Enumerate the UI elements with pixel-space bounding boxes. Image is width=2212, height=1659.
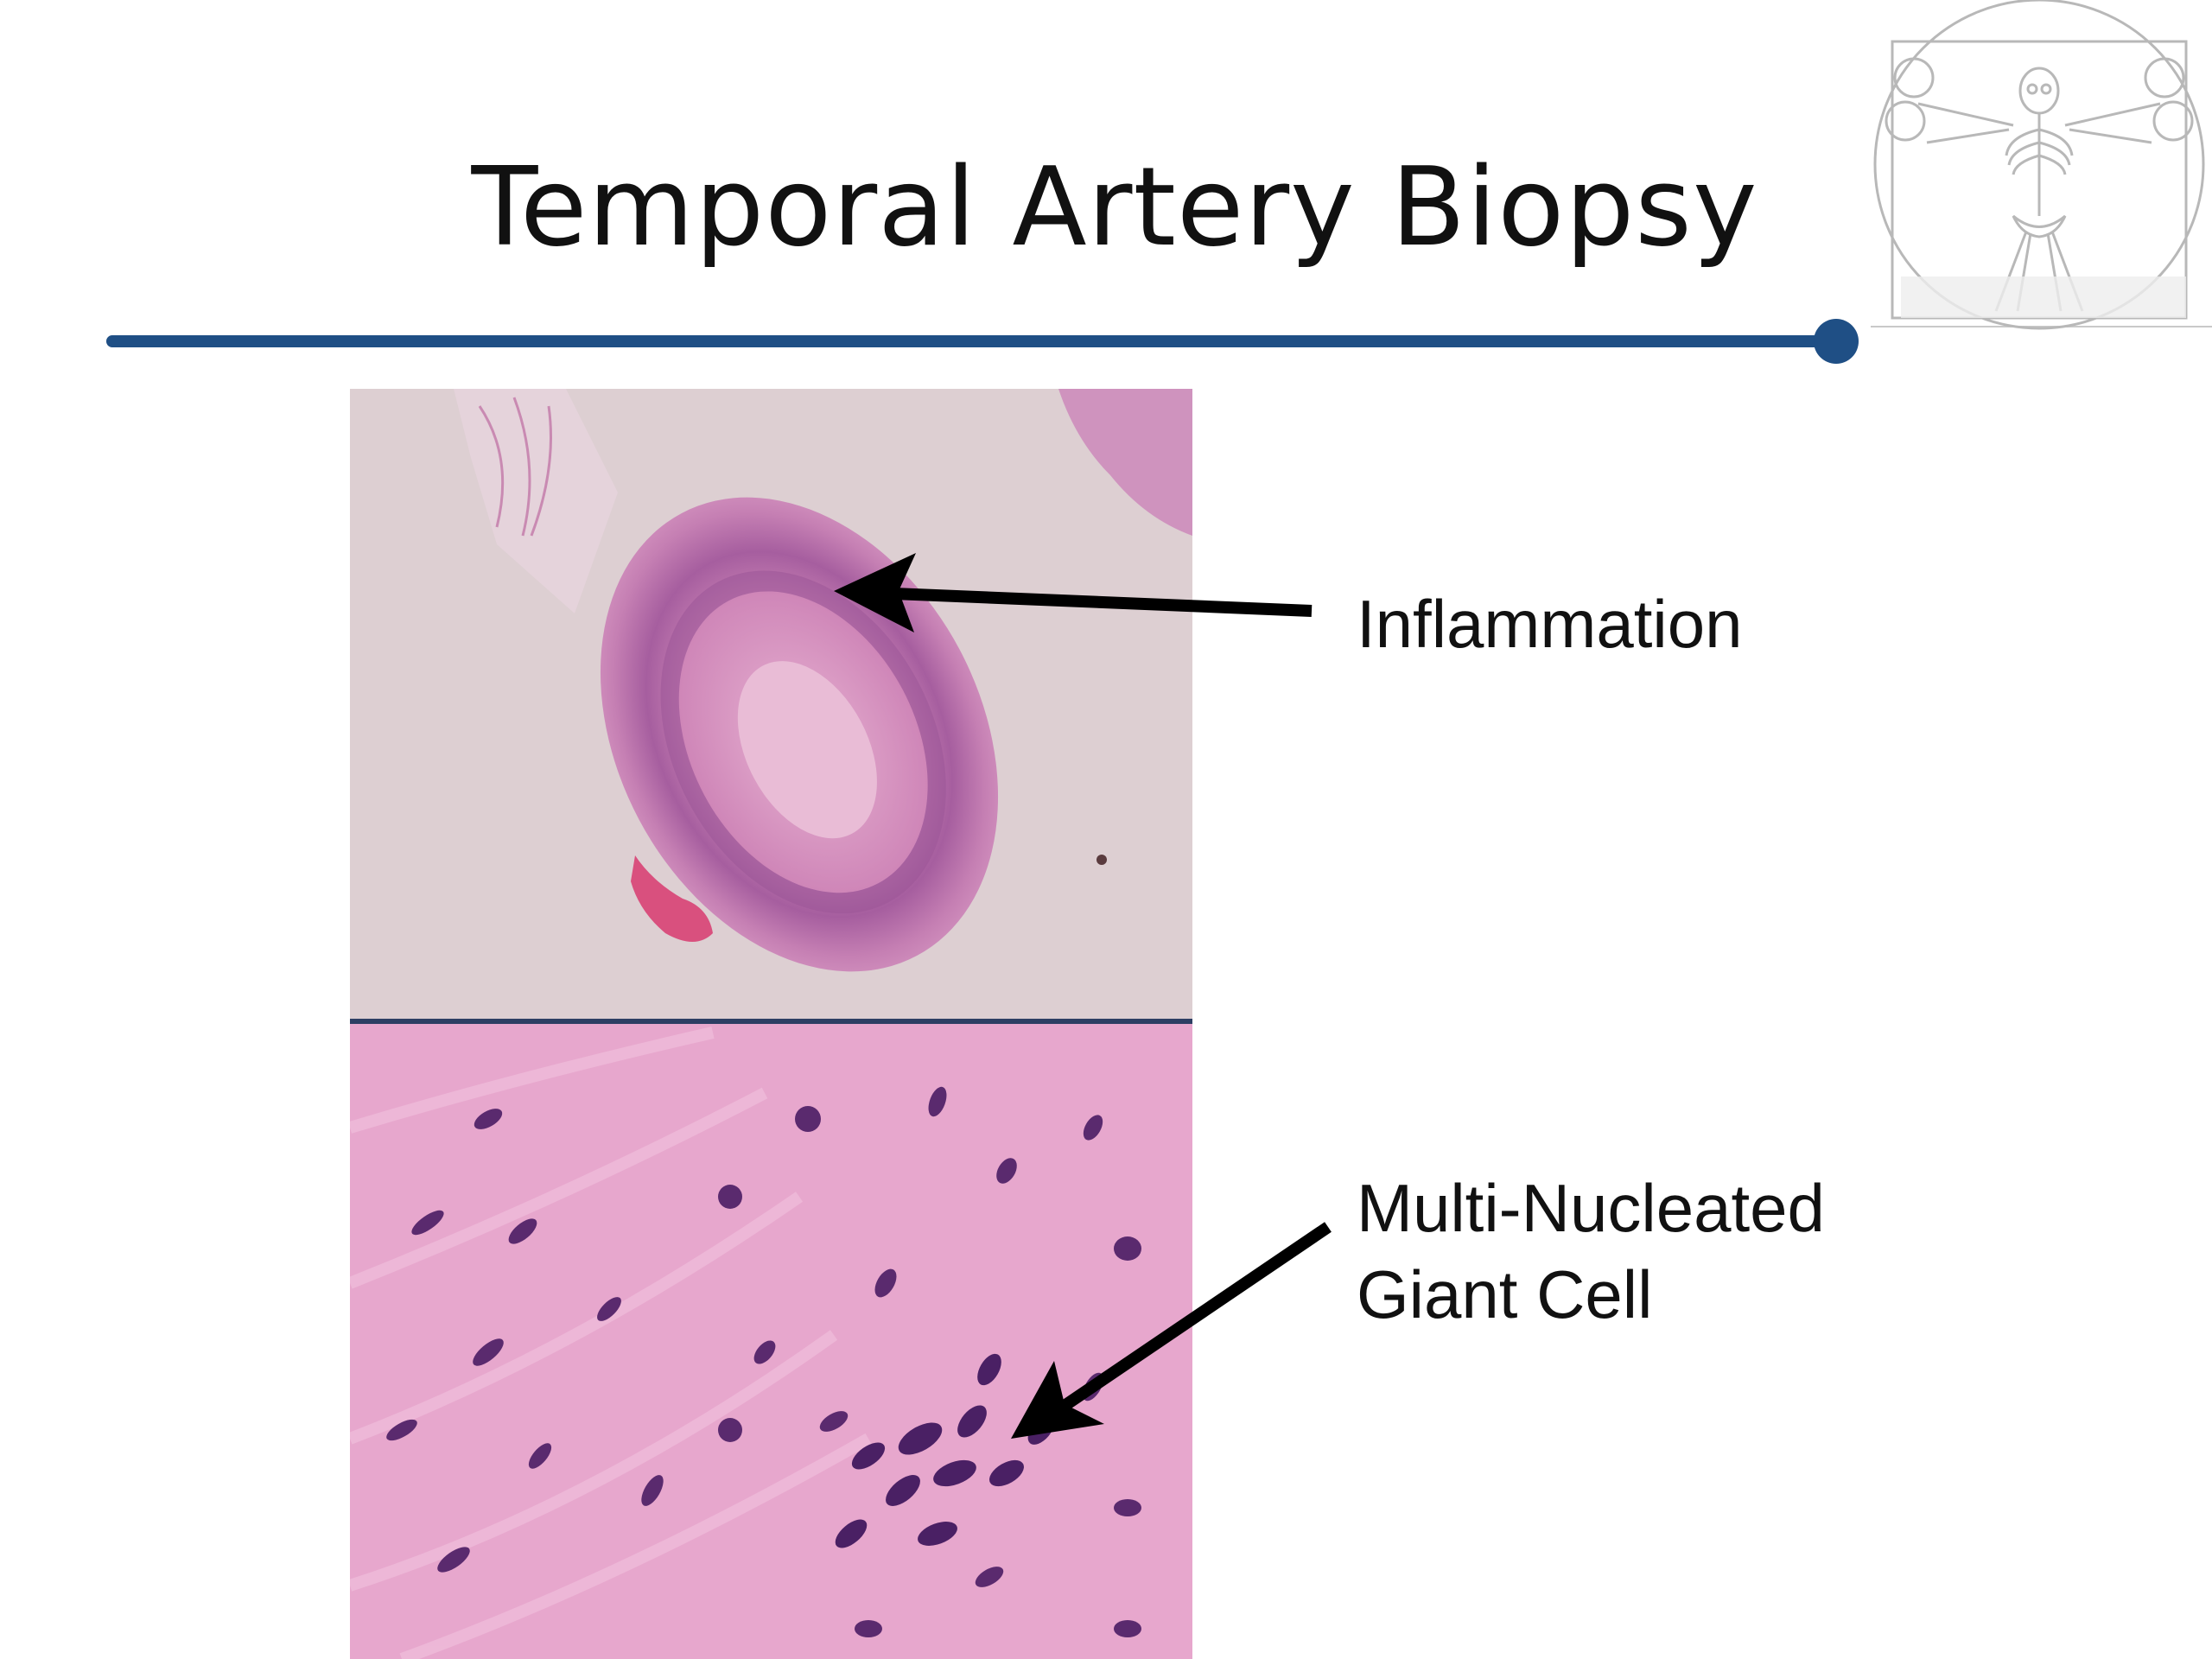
histology-low-power-image [350, 389, 1192, 1022]
label-giant-cell-line1: Multi-Nucleated [1357, 1170, 1825, 1246]
vitruvian-skeleton-logo [1873, 0, 2205, 330]
slide-title: Temporal Artery Biopsy [471, 143, 1758, 270]
label-giant-cell-line2: Giant Cell [1357, 1256, 1653, 1332]
label-inflammation: Inflammation [1357, 586, 1743, 662]
image-divider [350, 1019, 1192, 1024]
histology-high-power-image [350, 1024, 1192, 1659]
